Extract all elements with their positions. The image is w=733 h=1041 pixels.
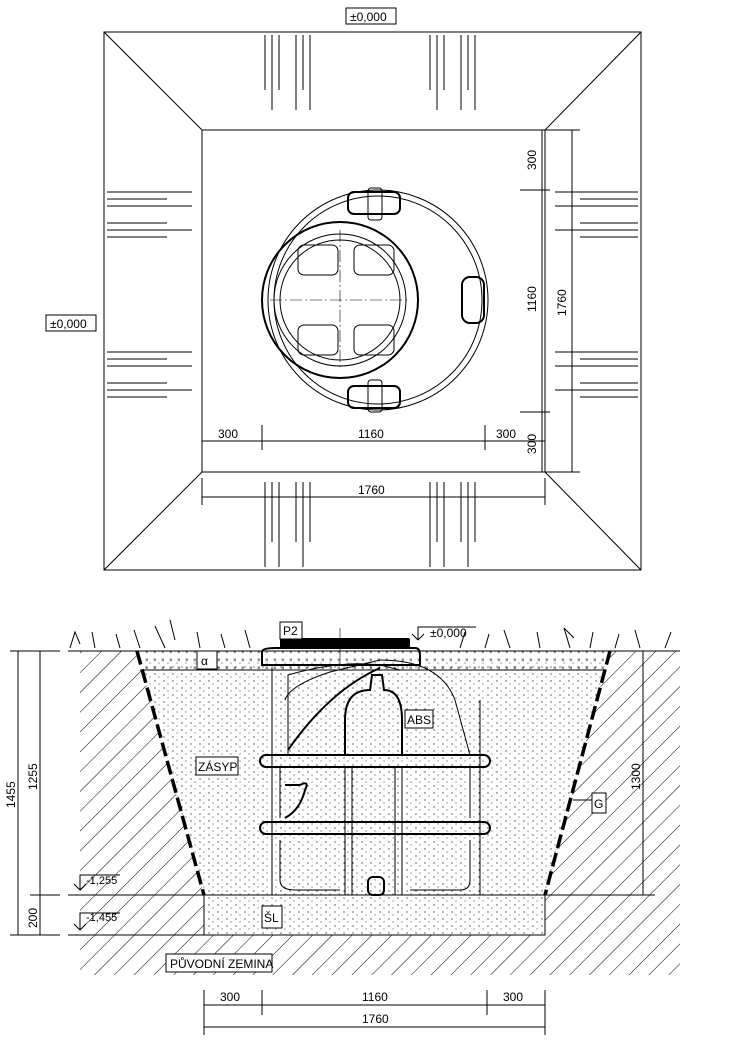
level-label-top: ±0,000 xyxy=(345,7,397,25)
svg-text:1160: 1160 xyxy=(525,286,539,312)
pit-outline xyxy=(201,129,546,473)
plan-view: ±0,000 ±0,000 300 1160 300 1760 300 1160… xyxy=(45,7,642,571)
svg-text:ŠL: ŠL xyxy=(264,910,279,925)
svg-text:1160: 1160 xyxy=(358,427,384,441)
plan-dimensions-horizontal xyxy=(201,425,546,505)
label-backfill: ZÁSYP xyxy=(195,756,239,776)
svg-text:ZÁSYP: ZÁSYP xyxy=(198,759,237,774)
svg-text:300: 300 xyxy=(218,427,238,441)
svg-text:±0,000: ±0,000 xyxy=(430,626,467,640)
grass-marks xyxy=(69,619,672,649)
geotextile-right xyxy=(543,650,612,896)
inlet-port xyxy=(461,276,485,324)
label-cover: P2 xyxy=(279,621,303,640)
topsoil-layer xyxy=(140,651,606,670)
tank-plan xyxy=(261,187,489,413)
tank-cover xyxy=(280,638,410,648)
label-topsoil: α xyxy=(196,650,218,670)
label-geotextile: G xyxy=(573,792,607,814)
geotextile-left xyxy=(135,650,206,896)
svg-text:α: α xyxy=(201,654,208,668)
svg-text:1160: 1160 xyxy=(362,990,388,1004)
svg-text:P2: P2 xyxy=(283,624,298,638)
plan-dimensions-vertical xyxy=(520,129,580,473)
svg-text:1760: 1760 xyxy=(358,483,385,497)
svg-text:±0,000: ±0,000 xyxy=(350,10,387,24)
section-view: P2 ±0,000 α ABS ZÁSYP G ŠL PŮVODNÍ ZEMIN… xyxy=(4,619,680,1035)
svg-text:PŮVODNÍ ZEMINA: PŮVODNÍ ZEMINA xyxy=(170,956,273,971)
svg-text:G: G xyxy=(594,797,603,811)
section-dimensions-vertical xyxy=(10,650,655,936)
level-marker-base-bottom: -1,455 xyxy=(73,912,120,931)
level-marker-tank-bottom: -1,255 xyxy=(73,874,120,891)
native-soil xyxy=(68,651,680,975)
slope-hatch-marks xyxy=(107,35,638,567)
svg-text:-1,455: -1,455 xyxy=(86,912,117,924)
label-base: ŠL xyxy=(261,905,283,929)
svg-text:1300: 1300 xyxy=(629,763,643,790)
svg-text:1255: 1255 xyxy=(26,763,40,790)
svg-text:300: 300 xyxy=(503,990,523,1004)
label-tank: ABS xyxy=(404,709,434,729)
svg-text:±0,000: ±0,000 xyxy=(50,317,87,331)
svg-text:-1,255: -1,255 xyxy=(86,875,117,887)
svg-text:300: 300 xyxy=(220,990,240,1004)
section-dimensions-horizontal xyxy=(203,990,546,1035)
svg-text:200: 200 xyxy=(26,908,40,928)
svg-text:1455: 1455 xyxy=(4,781,18,808)
svg-text:ABS: ABS xyxy=(407,713,431,727)
label-soil: PŮVODNÍ ZEMINA xyxy=(165,953,273,973)
svg-text:1760: 1760 xyxy=(362,1012,389,1026)
gravel-base xyxy=(204,895,545,935)
svg-text:300: 300 xyxy=(525,150,539,170)
svg-text:1760: 1760 xyxy=(555,289,569,316)
excavation-outline xyxy=(103,31,642,571)
tank-section xyxy=(259,628,491,896)
level-label-left: ±0,000 xyxy=(45,314,97,332)
label-level: ±0,000 xyxy=(411,626,476,641)
backfill xyxy=(140,662,606,895)
svg-text:300: 300 xyxy=(496,427,516,441)
svg-text:300: 300 xyxy=(525,434,539,454)
